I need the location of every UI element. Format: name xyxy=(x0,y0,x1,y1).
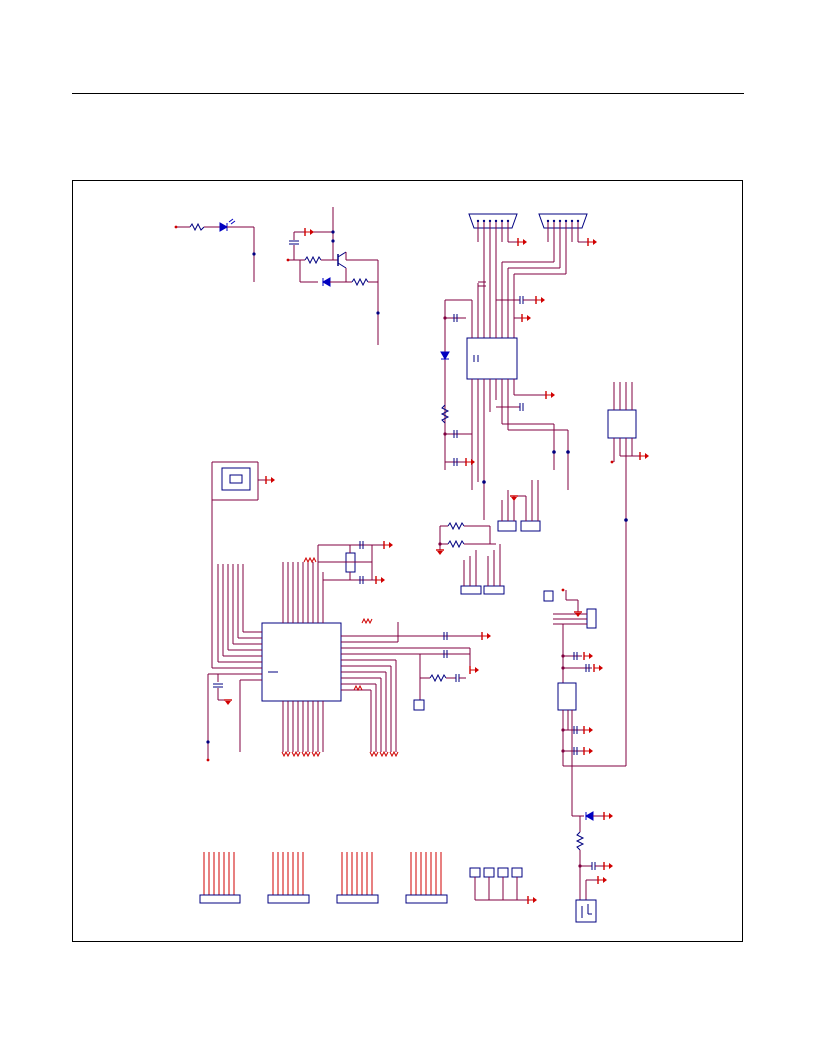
serial-transceiver-section xyxy=(440,281,570,520)
opto-resistor-section xyxy=(438,480,541,595)
voltage-regulator-section xyxy=(543,588,626,767)
transistor-regulator-section xyxy=(286,207,380,345)
small-ic-section xyxy=(607,382,640,766)
dip-switch-section xyxy=(211,461,266,668)
led-indicator-section xyxy=(174,218,256,282)
main-controller-section xyxy=(207,541,482,760)
header-connectors-section xyxy=(199,852,528,904)
schematic-frame xyxy=(72,180,743,942)
power-input-section xyxy=(571,766,604,923)
db9-connectors-section xyxy=(468,213,588,338)
header-rule xyxy=(72,93,744,94)
bottom-pin-terminals xyxy=(281,750,399,758)
